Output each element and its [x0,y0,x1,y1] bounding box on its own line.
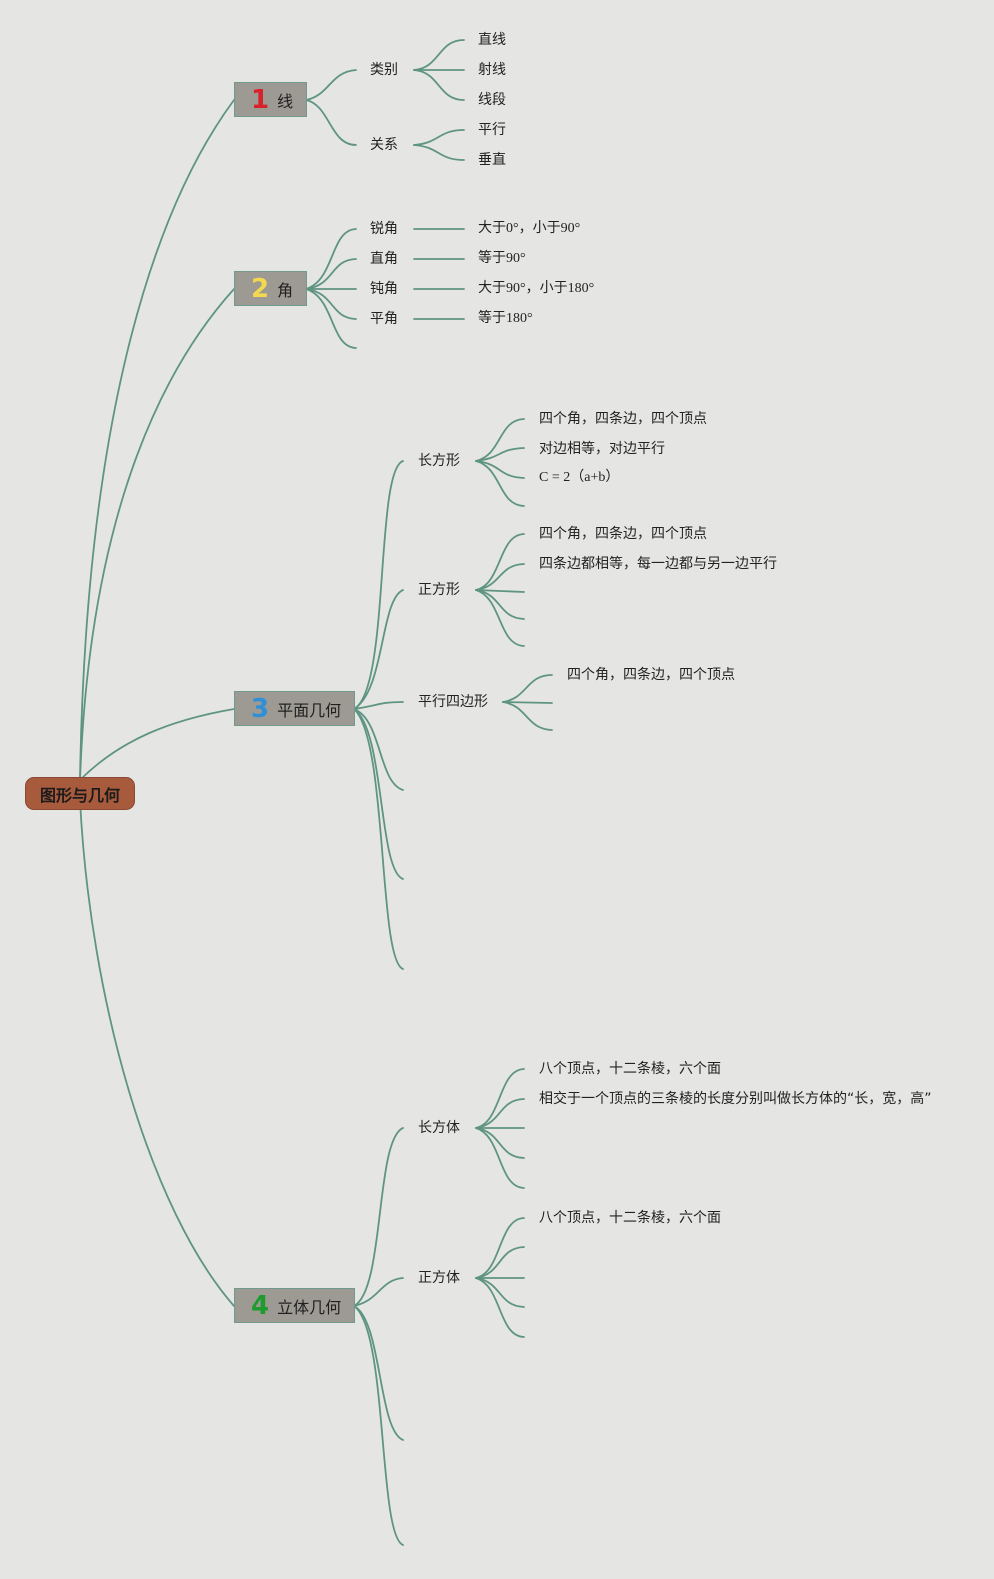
topic-relation[interactable]: 关系 [370,137,398,153]
rectangle-perimeter-formula[interactable]: C = 2（a+b） [539,470,620,485]
number-badge-3: 3 [251,693,270,724]
topic-cube[interactable]: 正方体 [418,1270,460,1286]
connector-root-solid [79,799,235,1307]
desc-straight-angle[interactable]: 等于180° [478,311,533,326]
topic-perpendicular[interactable]: 垂直 [478,152,506,168]
topic-segment[interactable]: 线段 [478,92,506,108]
connector-root-line [79,99,235,781]
number-badge-1: 1 [251,84,270,115]
branch-node-angle[interactable]: 2 角 [234,271,307,306]
topic-line[interactable]: 直线 [478,32,506,48]
branch-node-plane-geometry[interactable]: 3 平面几何 [234,691,355,726]
cuboid-fact-2[interactable]: 相交于一个顶点的三条棱的长度分别叫做长方体的“长，宽，高” [539,1091,932,1107]
square-fact-1[interactable]: 四个角，四条边，四个顶点 [539,526,707,542]
connector-root-plane [79,708,235,781]
topic-parallel[interactable]: 平行 [478,122,506,138]
connector-root-angle [79,288,235,781]
rectangle-fact-2[interactable]: 对边相等，对边平行 [539,441,665,457]
topic-right-angle[interactable]: 直角 [370,251,398,267]
rectangle-fact-1[interactable]: 四个角，四条边，四个顶点 [539,411,707,427]
number-badge-2: 2 [251,273,270,304]
branch-node-line[interactable]: 1 线 [234,82,307,117]
topic-acute-angle[interactable]: 锐角 [370,221,398,237]
topic-ray[interactable]: 射线 [478,62,506,78]
number-badge-4: 4 [251,1290,270,1321]
desc-acute-angle[interactable]: 大于0°，小于90° [478,221,581,236]
topic-straight-angle[interactable]: 平角 [370,311,398,327]
topic-category[interactable]: 类别 [370,62,398,78]
branch-label-angle: 角 [277,280,294,300]
root-label: 图形与几何 [39,785,120,805]
branch-label-plane-geometry: 平面几何 [277,700,342,720]
branch-label-line: 线 [277,91,294,111]
desc-right-angle[interactable]: 等于90° [478,251,526,266]
desc-obtuse-angle[interactable]: 大于90°，小于180° [478,281,595,296]
cuboid-fact-1[interactable]: 八个顶点，十二条棱，六个面 [539,1061,721,1077]
square-fact-2[interactable]: 四条边都相等，每一边都与另一边平行 [539,556,777,572]
topic-square[interactable]: 正方形 [418,582,460,598]
branch-label-solid-geometry: 立体几何 [277,1297,342,1317]
topic-rectangle[interactable]: 长方形 [418,453,460,469]
topic-obtuse-angle[interactable]: 钝角 [370,281,398,297]
topic-cuboid[interactable]: 长方体 [418,1120,460,1136]
topic-parallelogram[interactable]: 平行四边形 [418,694,488,710]
cube-fact-1[interactable]: 八个顶点，十二条棱，六个面 [539,1210,721,1226]
branch-node-solid-geometry[interactable]: 4 立体几何 [234,1288,355,1323]
root-node[interactable]: 图形与几何 [25,777,135,810]
parallelogram-fact-1[interactable]: 四个角，四条边，四个顶点 [567,667,735,683]
